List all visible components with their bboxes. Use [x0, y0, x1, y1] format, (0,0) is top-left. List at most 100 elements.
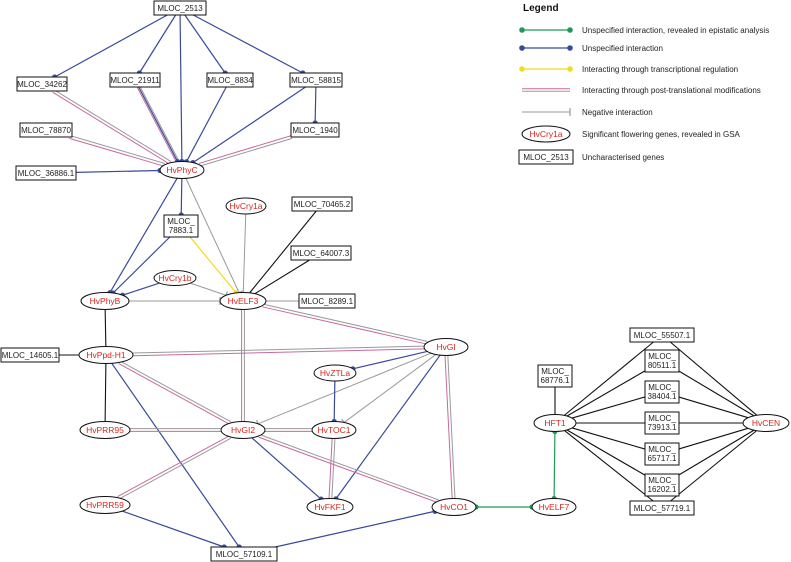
node-hvgi2: HvGI2 [220, 421, 266, 439]
edge-line [343, 354, 437, 423]
node-label: MLOC_16202.1 [648, 476, 677, 494]
node-label: HvPhyB [90, 296, 121, 306]
node-label: MLOC_78870 [21, 126, 71, 135]
gene-box [298, 293, 356, 309]
edge-pink [117, 435, 232, 500]
node-mloc-65717-1: MLOC_65717.1 [644, 442, 680, 466]
edge-blue [52, 14, 168, 80]
node-mloc-16202-1: MLOC_16202.1 [644, 473, 680, 497]
node-label: MLOC_55507.1 [634, 331, 691, 340]
edge-line [254, 259, 310, 295]
edge-line [566, 370, 646, 417]
legend-entry-label: Uncharacterised genes [582, 153, 664, 162]
edge-line [118, 363, 230, 425]
node-label: HvPpd-H1 [86, 350, 125, 360]
node-label: MLOC_8289.1 [301, 297, 354, 306]
edge-line [678, 396, 749, 419]
node-hvcry1a: HvCry1a [225, 197, 267, 215]
node-label: MLOC_58815 [291, 76, 341, 85]
legend-oval [521, 125, 571, 143]
legend-entry-label: Negative interaction [582, 108, 653, 117]
gene-oval [313, 364, 357, 382]
edge-line [566, 429, 646, 476]
edge-blue [110, 236, 171, 296]
edge-black [104, 309, 107, 347]
edge-line [104, 363, 107, 422]
gene-oval [742, 414, 790, 432]
edge-line [54, 14, 168, 78]
legend-dot [519, 27, 525, 33]
edge-line [179, 14, 183, 162]
edge-line [117, 435, 230, 498]
node-mloc-38404-1: MLOC_38404.1 [644, 380, 680, 404]
node-label: MLOC_80511.1 [648, 352, 677, 370]
edge-line [444, 355, 453, 499]
legend-entry-label: Interacting through transcriptional regu… [582, 65, 738, 74]
node-label: MLOC_21911 [110, 76, 160, 85]
node-hvco1: HvCO1 [431, 498, 477, 516]
edge-gray [239, 213, 248, 294]
edge-line [251, 437, 322, 500]
node-label: MLOC_70465.2 [294, 200, 351, 209]
edge-black [566, 429, 646, 476]
node-mloc-70465-2: MLOC_70465.2 [291, 196, 353, 212]
node-hft1: HFT1 [533, 414, 577, 432]
edge-line [192, 86, 306, 164]
edge-black [571, 427, 646, 450]
edge-blue [178, 178, 184, 218]
edge-line [447, 355, 456, 499]
node-label: HvCry1b [158, 273, 191, 283]
node-mloc-68776-1: MLOC_68776.1 [537, 364, 573, 388]
edge-black [564, 430, 654, 502]
edge-line [670, 430, 757, 502]
edge-blue [312, 86, 318, 126]
node-label: HvGI2 [231, 425, 255, 435]
edge-blue [119, 282, 160, 298]
node-label: MLOC_2513 [157, 4, 203, 13]
node-label: HFT1 [544, 418, 566, 428]
edge-line [139, 86, 180, 162]
edge-pink [258, 434, 439, 503]
legend-entry-blue: Unspecified interaction [519, 44, 663, 53]
legend-entry-label: Significant flowering genes, revealed in… [582, 130, 741, 139]
node-mloc-21911: MLOC_21911 [109, 72, 161, 88]
edge-line [70, 135, 166, 164]
node-label: HvELF3 [228, 296, 259, 306]
node-mloc-58815: MLOC_58815 [289, 72, 343, 88]
edge-blue [275, 508, 438, 548]
gene-oval [78, 346, 134, 364]
node-mloc-73913-1: MLOC_73913.1 [644, 411, 680, 435]
node-label: MLOC_1940 [292, 126, 338, 135]
node-label: HvZTLa [320, 368, 351, 378]
edge-black [670, 430, 757, 502]
edge-line [138, 14, 177, 74]
node-mloc-34262: MLOC_34262 [16, 76, 68, 92]
gene-oval [431, 498, 477, 516]
legend-dot [567, 27, 573, 33]
edge-black [249, 210, 317, 294]
node-label: HvCO1 [440, 502, 468, 512]
edge-line [333, 380, 336, 422]
node-label: MLOC_57109.1 [216, 550, 273, 559]
node-hvtoc1: HvTOC1 [311, 421, 357, 439]
edge-pink [262, 303, 428, 345]
edge-line [571, 396, 646, 419]
edge-black [254, 259, 310, 295]
legend-entry-green: Unspecified interaction, revealed in epi… [519, 26, 769, 35]
gene-box [644, 349, 680, 373]
edge-gray [190, 282, 228, 300]
node-hvelf7: HvELF7 [531, 498, 577, 516]
edge-line [328, 438, 333, 499]
edge-line [52, 91, 170, 165]
edge-line [75, 169, 161, 173]
edge-line [678, 427, 749, 450]
edge-line [258, 436, 438, 503]
legend-box [518, 149, 574, 165]
edge-line [184, 14, 226, 74]
gene-box [644, 411, 680, 435]
gene-box [19, 122, 73, 138]
edge-line [109, 177, 178, 293]
edge-line [132, 348, 425, 357]
gene-box [15, 165, 77, 181]
